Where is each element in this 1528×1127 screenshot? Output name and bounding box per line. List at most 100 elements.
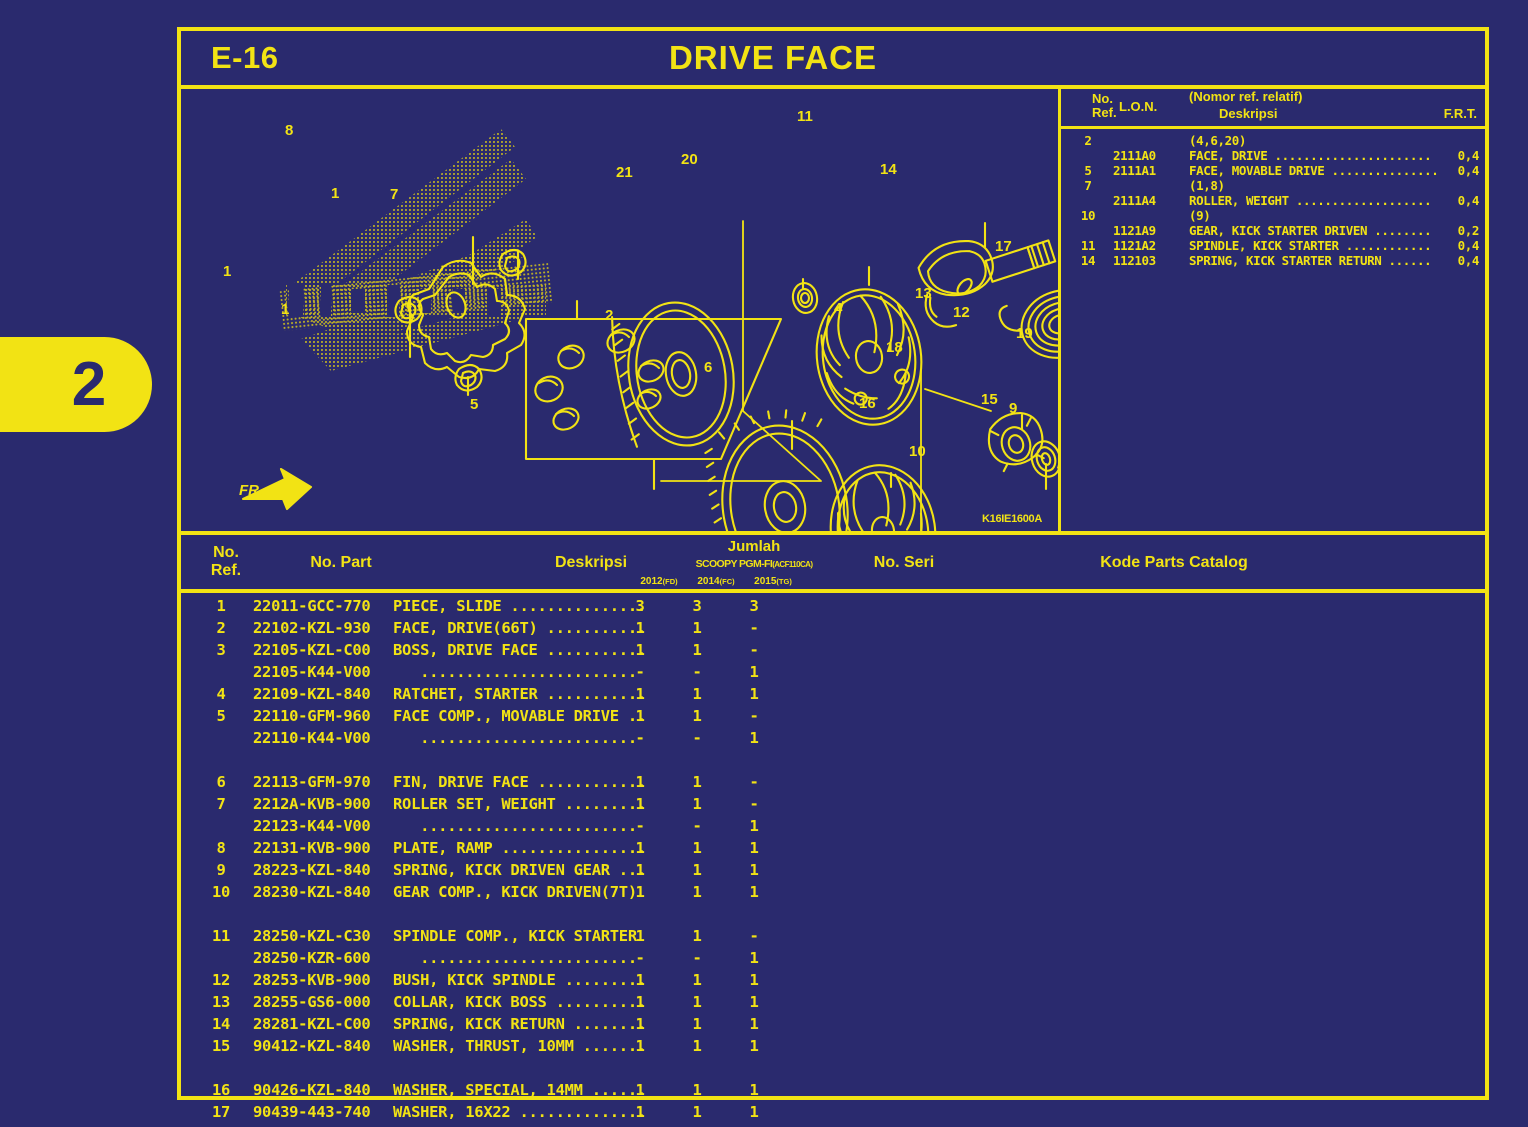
frt-header-deskripsi: Deskripsi [1219,106,1278,121]
parts-cell-no-part: 28230-KZL-840 [253,883,371,901]
frt-cell-deskripsi: (4,6,20) [1189,133,1247,148]
parts-row-spacer [181,751,1485,773]
parts-cell-deskripsi: SPINDLE COMP., KICK STARTER [393,927,637,945]
parts-cell-qty-2012: 1 [635,773,645,791]
parts-cell-qty-2012: 1 [635,795,645,813]
parts-cell-deskripsi: ........................ [393,949,637,967]
parts-header-no-ref: No. Ref. [210,544,242,579]
parts-cell-no-part: 22011-GCC-770 [253,597,371,615]
frt-cell-lon: 2111A0 [1113,148,1156,163]
table-row: 28250-KZR-600 ........................--… [181,949,1485,971]
parts-cell-no-ref: 3 [216,641,226,659]
parts-cell-no-ref: 10 [211,883,231,901]
parts-cell-deskripsi: NUT, HEX., 14MM ............ [393,1125,646,1127]
parts-cell-no-ref: 5 [216,707,226,725]
frt-cell-lon: 2111A1 [1113,163,1156,178]
parts-cell-deskripsi: ROLLER SET, WEIGHT ......... [393,795,646,813]
page-number-label: 2 [71,349,107,419]
parts-cell-deskripsi: WASHER, THRUST, 10MM ....... [393,1037,646,1055]
parts-cell-qty-2012: 1 [635,707,645,725]
parts-cell-qty-2014: 1 [692,1103,702,1121]
parts-cell-qty-2014: 1 [692,927,702,945]
parts-cell-qty-2014: 1 [692,839,702,857]
diagram-callout-1: 1 [223,263,232,280]
parts-header-deskripsi: Deskripsi [554,554,628,571]
frt-cell-deskripsi: FACE, DRIVE ...................... [1189,148,1432,163]
parts-cell-qty-2012: 1 [635,971,645,989]
parts-cell-qty-2014: 1 [692,1081,702,1099]
parts-cell-qty-2014: 3 [692,597,702,615]
frt-table-header: No. Ref. L.O.N. (Nomor ref. relatif) Des… [1061,89,1485,129]
frt-cell-deskripsi: ROLLER, WEIGHT ................... [1189,193,1432,208]
frt-cell-deskripsi: SPINDLE, KICK STARTER ............ [1189,238,1432,253]
parts-cell-deskripsi: FIN, DRIVE FACE ............ [393,773,646,791]
frt-cell-no-ref: 11 [1080,238,1096,253]
parts-cell-no-ref: 13 [211,993,231,1011]
frt-cell-frt: 0,2 [1457,223,1480,238]
parts-cell-qty-2012: 1 [635,619,645,637]
parts-cell-no-part: 22110-K44-V00 [253,729,371,747]
parts-cell-no-ref: 18 [195,1125,247,1127]
parts-cell-no-part: 22105-KZL-C00 [253,641,371,659]
diagram-callout-7: 7 [390,186,399,203]
parts-cell-qty-2014: 1 [692,861,702,879]
parts-cell-qty-2015: 1 [749,1037,759,1055]
parts-header-year-2014: 2014(FC) [697,576,735,587]
parts-cell-qty-2014: 1 [692,685,702,703]
frt-cell-deskripsi: (9) [1189,208,1211,223]
honda-wing-watermark [279,129,553,371]
frt-cell-frt: 0,4 [1457,193,1480,208]
parts-header-kode-parts-catalog: Kode Parts Catalog [1100,554,1248,571]
parts-cell-qty-2014: - [692,949,702,967]
frt-row: 2(4,6,20) [1061,133,1485,148]
parts-cell-no-ref: 16 [211,1081,231,1099]
parts-cell-qty-2012: 1 [635,1081,645,1099]
parts-cell-qty-2015: 1 [749,883,759,901]
frt-cell-frt: 0,4 [1457,148,1480,163]
parts-cell-qty-2012: 1 [635,1015,645,1033]
parts-cell-deskripsi: ........................ [393,729,637,747]
diagram-callout-8: 8 [285,122,294,139]
front-direction-label: FR. [239,482,264,499]
parts-cell-no-ref: 9 [216,861,226,879]
parts-cell-qty-2015: 1 [749,663,759,681]
frt-cell-no-ref: 14 [1080,253,1096,268]
catalog-frame: E-16 DRIVE FACE [177,27,1489,1127]
diagram-callout-11: 11 [797,108,813,125]
frt-table-body: 2(4,6,20)2111A0 FACE, DRIVE .............… [1061,129,1485,268]
parts-cell-no-part: 22105-K44-V00 [253,663,371,681]
parts-cell-deskripsi: BOSS, DRIVE FACE ........... [393,641,646,659]
frt-cell-deskripsi: SPRING, KICK STARTER RETURN ...... [1189,253,1432,268]
parts-cell-no-part: 94030-14200 [253,1125,353,1127]
parts-header-no-part: No. Part [310,554,372,571]
parts-cell-no-part: 28281-KZL-C00 [253,1015,371,1033]
page-number-tab: 2 [0,337,152,432]
parts-cell-no-ref: 2 [216,619,226,637]
diagram-callout-17: 17 [995,238,1012,255]
diagram-callout-21: 21 [616,164,633,181]
page-title: DRIVE FACE [668,39,878,76]
parts-cell-deskripsi: PLATE, RAMP ................ [393,839,646,857]
frt-row: 2111A0 FACE, DRIVE ......................… [1061,148,1485,163]
parts-cell-qty-2015: - [749,773,759,791]
parts-cell-qty-2012: 3 [635,597,645,615]
parts-cell-qty-2015: 1 [749,817,759,835]
section-code-label: E-16 [211,40,279,75]
parts-cell-qty-2012: - [635,729,645,747]
parts-cell-qty-2012: 1 [635,839,645,857]
parts-cell-qty-2012: - [635,663,645,681]
parts-cell-qty-2014: 1 [692,883,702,901]
parts-cell-qty-2014: - [692,729,702,747]
parts-cell-qty-2014: 1 [692,619,702,637]
frt-cell-deskripsi: FACE, MOVABLE DRIVE ............... [1189,163,1439,178]
